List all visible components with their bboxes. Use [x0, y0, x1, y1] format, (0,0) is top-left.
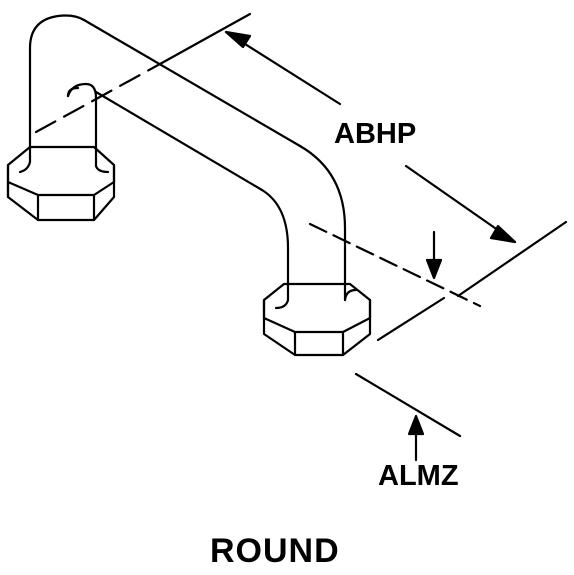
abhp-label: ABHP [334, 118, 417, 150]
right-hex-base [262, 282, 372, 357]
left-hex-base [6, 145, 116, 222]
diagram-caption: ROUND [210, 532, 340, 570]
abhp-dimension [158, 12, 568, 298]
almz-label: ALMZ [378, 460, 459, 492]
handle-tube [18, 14, 358, 310]
hidden-centerline [34, 62, 162, 134]
almz-dimension [308, 222, 482, 462]
